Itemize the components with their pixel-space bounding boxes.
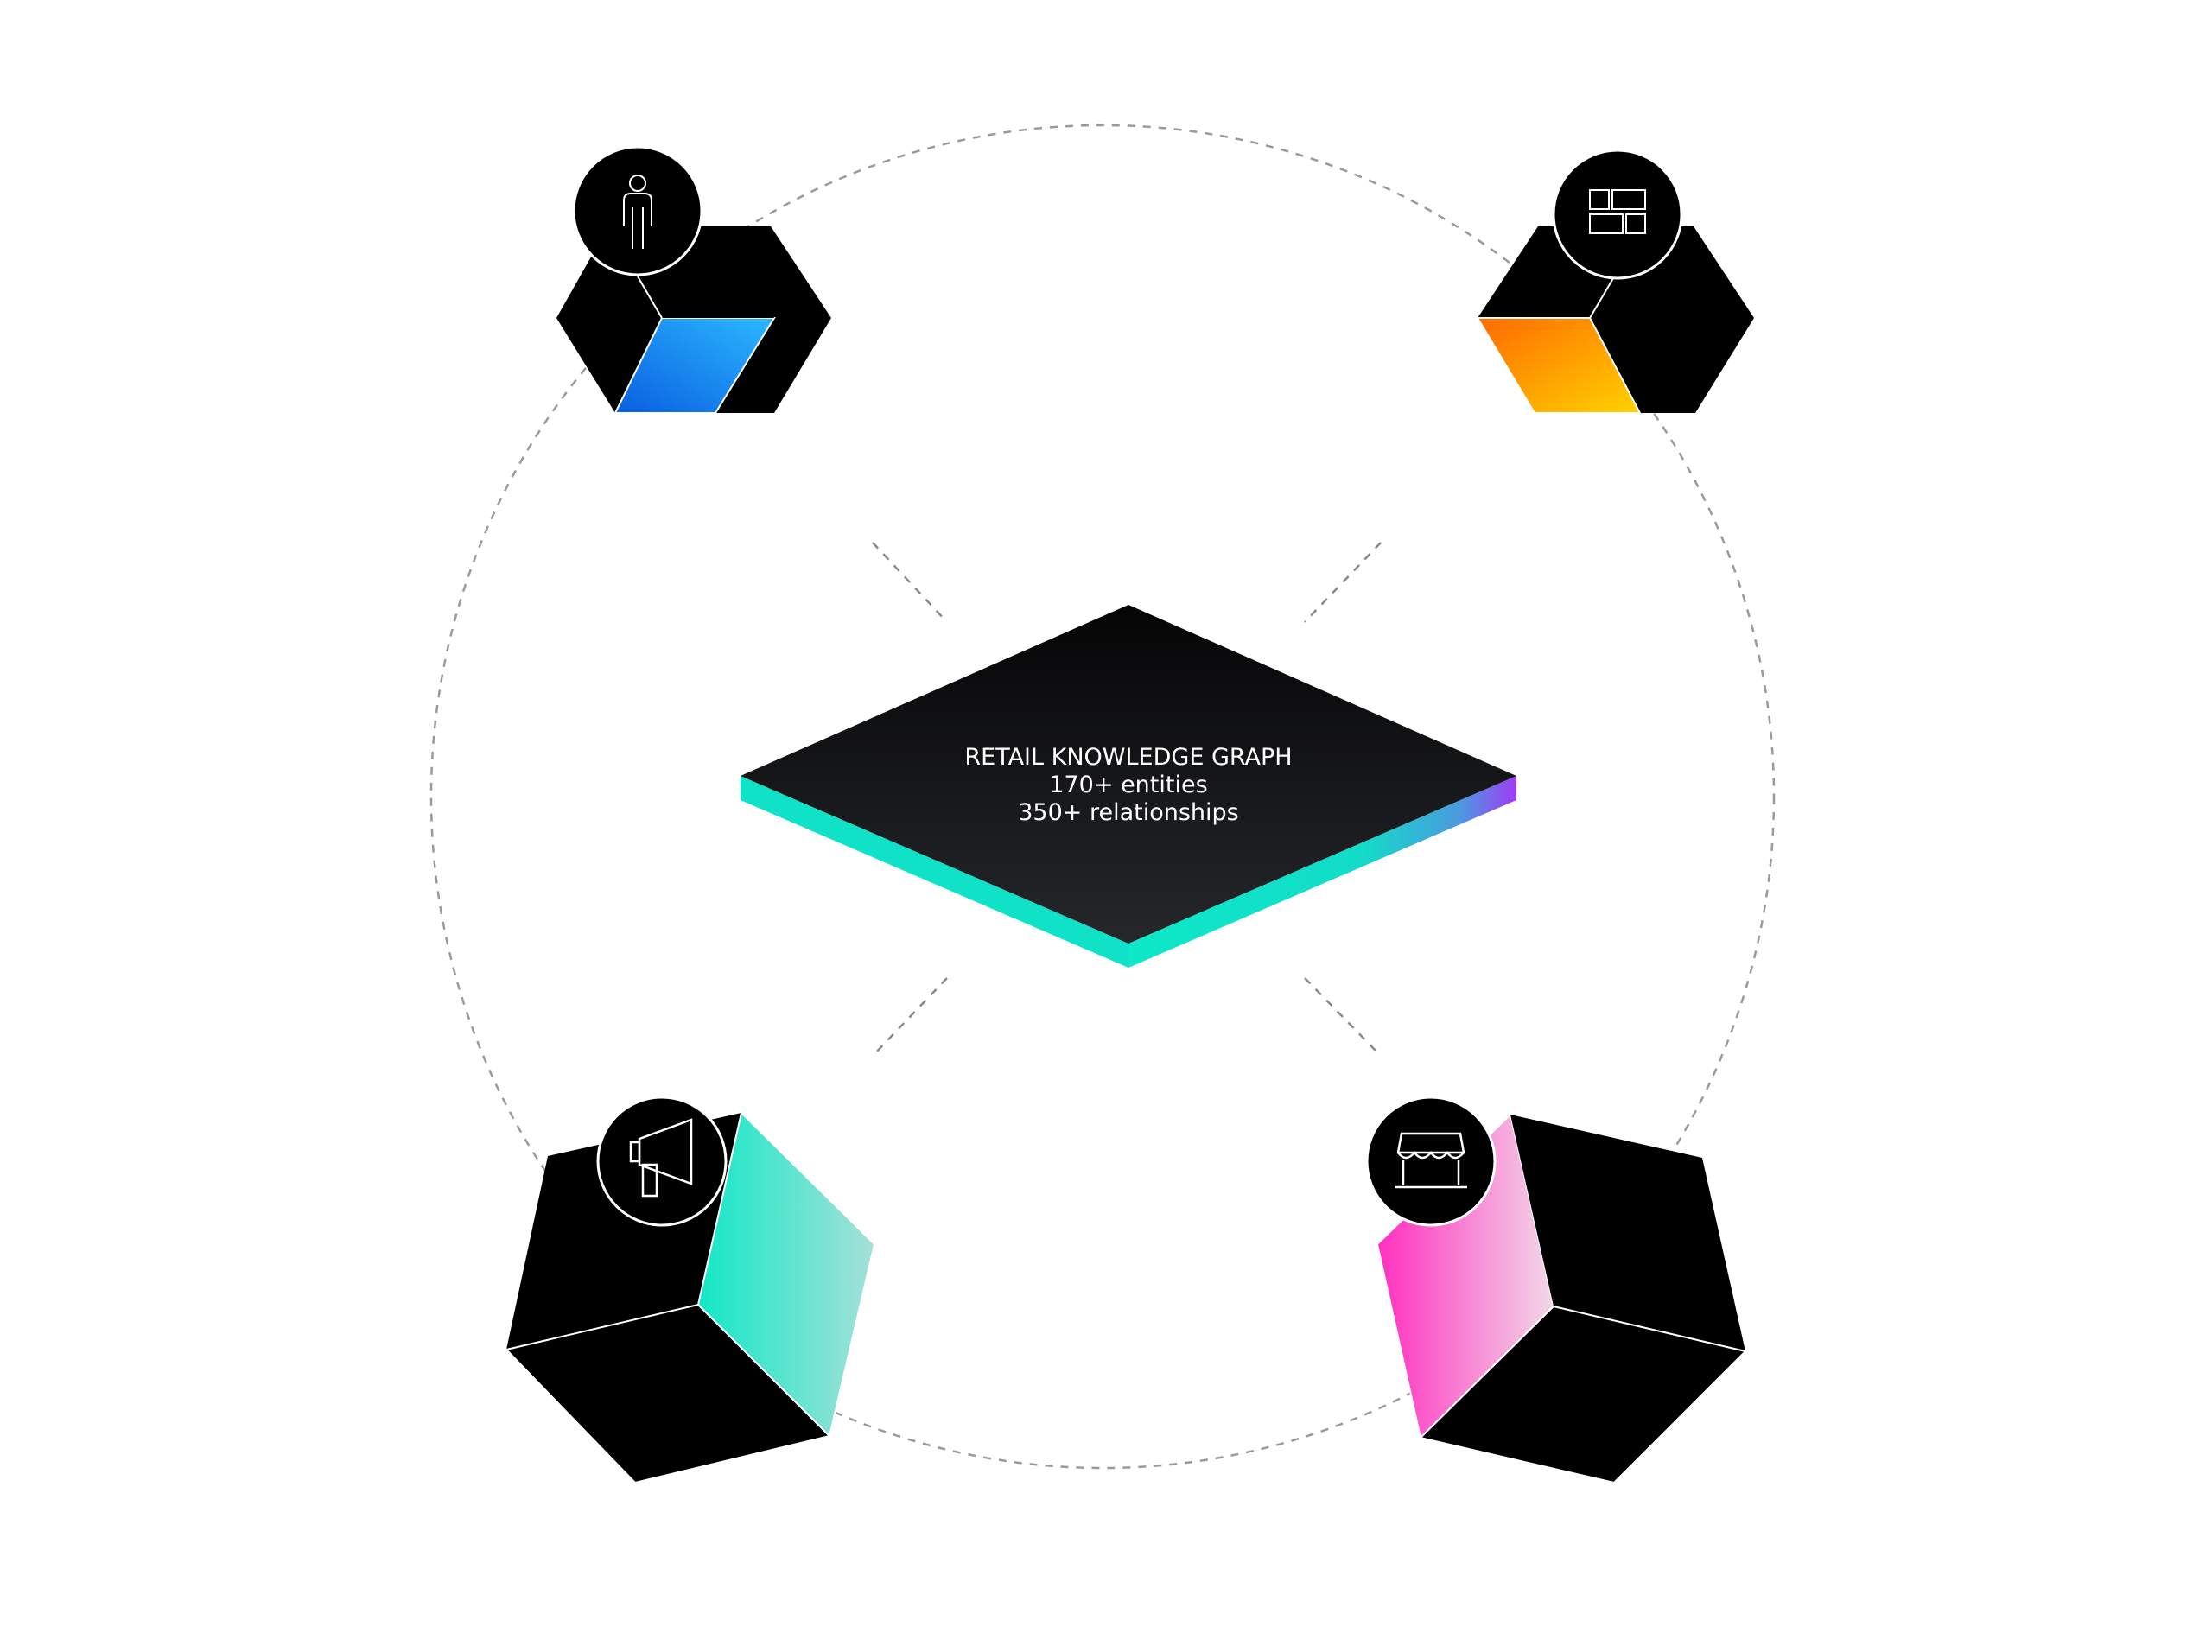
layout-grid-icon <box>1589 189 1646 234</box>
connector-top-left <box>872 542 948 623</box>
store-cube-front-face <box>1419 1305 1747 1484</box>
marketing-node <box>505 1096 876 1484</box>
knowledge-graph-platform: RETAIL KNOWLEDGE GRAPH 170+ entities 350… <box>741 605 1516 968</box>
connector-bottom-left <box>872 977 948 1057</box>
dashed-orbit-ring <box>429 124 1776 1470</box>
person-icon <box>623 175 652 249</box>
platform-left-edge <box>741 776 1128 968</box>
platform-relationships-count: 350+ relationships <box>1018 799 1239 826</box>
customer-node <box>556 145 831 414</box>
connector-bottom-right <box>1304 977 1382 1057</box>
platform-entities-count: 170+ entities <box>1049 772 1207 798</box>
platform-title: RETAIL KNOWLEDGE GRAPH <box>964 744 1292 771</box>
marketing-icon-badge <box>596 1096 728 1227</box>
connector-lines <box>872 542 1382 1057</box>
storefront-icon <box>1395 1132 1467 1189</box>
store-icon-badge <box>1365 1096 1497 1227</box>
megaphone-icon <box>629 1118 693 1198</box>
connector-top-right <box>1304 542 1382 623</box>
store-cube-top-face <box>1510 1115 1745 1351</box>
product-cube-left-face <box>1476 317 1642 414</box>
marketing-cube-right-face <box>696 1111 876 1438</box>
platform-right-edge <box>1128 776 1516 968</box>
store-node <box>1365 1096 1747 1484</box>
customer-icon-badge <box>572 145 703 276</box>
customer-cube-edge <box>637 276 663 319</box>
product-node <box>1476 149 1754 414</box>
platform-top <box>741 605 1516 944</box>
